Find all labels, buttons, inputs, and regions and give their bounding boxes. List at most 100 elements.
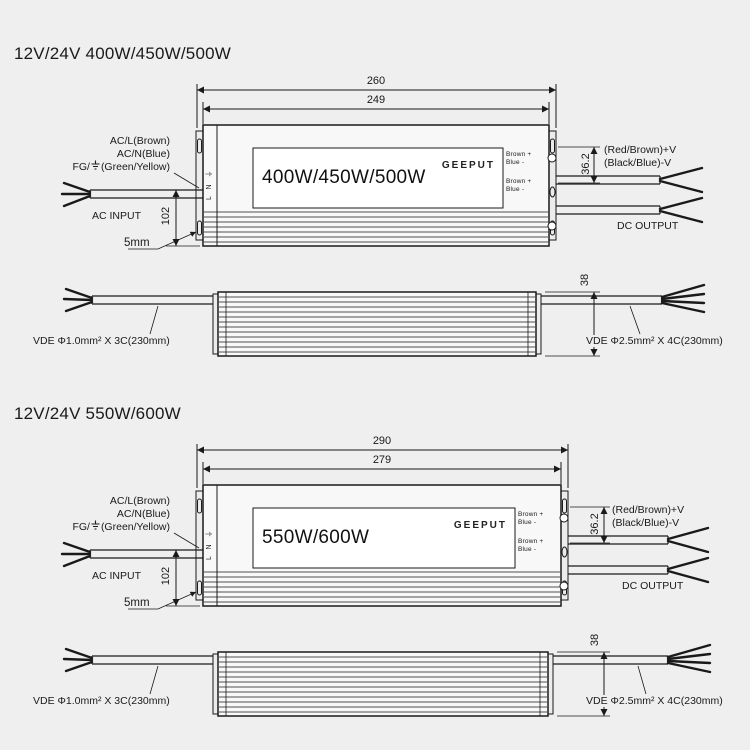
mounting-slot	[550, 138, 555, 154]
section-400-500: 12V/24V 400W/450W/500W 260 249 AC/L(Brow…	[0, 40, 750, 370]
side-view-drawing	[62, 643, 712, 717]
ground-wire	[64, 647, 94, 660]
dim-output-offset: 36.2	[589, 513, 601, 535]
ac-line-label: AC/L(Brown)	[109, 135, 170, 147]
dc-wire-labels: (Red/Brown)+V (Black/Blue)-V	[612, 504, 684, 530]
mounting-hole-label: 5mm	[124, 237, 150, 249]
mounting-slot	[197, 580, 202, 596]
dim-overall-width: 260	[366, 75, 386, 87]
ac-input-cable	[60, 181, 203, 208]
neutral-wire	[62, 657, 94, 662]
dc-wire	[666, 661, 712, 674]
ac-wire-labels: AC/L(Brown) AC/N(Blue) FG/(Green/Yellow)	[36, 495, 170, 534]
mounting-slot	[197, 498, 202, 514]
hole-leader	[128, 231, 197, 250]
drawing-550-600	[60, 444, 712, 717]
dc-positive-wire	[666, 526, 710, 541]
mounting-screw	[559, 513, 569, 523]
dc-negative-label: (Black/Blue)-V	[612, 517, 680, 529]
dc-output-cables	[556, 166, 704, 224]
side-input-cable	[62, 647, 213, 673]
dc-output-label: DC OUTPUT	[617, 220, 679, 232]
terminal-minus-label: Blue -	[518, 546, 537, 553]
terminal-minus-label: Blue -	[506, 159, 525, 166]
dc-negative-wire	[666, 539, 710, 554]
dc-positive-wire	[658, 196, 704, 211]
output-cable-spec: VDE Φ2.5mm² X 4C(230mm)	[584, 695, 725, 707]
dc-wire	[666, 643, 712, 659]
dim-output-offset: 36.2	[580, 153, 592, 175]
cable-spec-leader	[149, 665, 159, 695]
neutral-wire	[62, 297, 94, 302]
side-input-cable	[62, 287, 213, 313]
mounting-screw	[547, 153, 557, 163]
wattage-label: 400W/450W/500W	[262, 167, 426, 188]
section-title: 12V/24V 400W/450W/500W	[14, 44, 232, 63]
brand-logo: GEEPUT	[441, 160, 495, 171]
terminal-plus-label: Brown +	[506, 178, 532, 185]
ground-wire	[64, 287, 94, 300]
ac-neutral-label: AC/N(Blue)	[116, 507, 170, 520]
line-wire	[62, 194, 92, 208]
terminal-minus-label: Blue -	[506, 186, 525, 193]
top-view-drawing	[60, 84, 704, 250]
dim-body-height: 102	[160, 206, 172, 226]
terminal-minus-label: Blue -	[518, 519, 537, 526]
dc-positive-label: (Red/Brown)+V	[612, 504, 685, 516]
psu-body-side-view	[217, 651, 549, 717]
mounting-screw	[547, 221, 557, 231]
side-output-cable	[553, 643, 712, 674]
drawing-400-500	[60, 84, 706, 357]
cable-spec-leader	[637, 665, 647, 695]
dc-positive-label: (Red/Brown)+V	[604, 144, 677, 156]
dc-negative-label: (Black/Blue)-V	[604, 157, 672, 169]
side-view-drawing	[62, 283, 706, 357]
dim-side-height: 38	[589, 633, 601, 647]
line-wire	[62, 554, 92, 568]
dc-wire	[660, 283, 706, 299]
ac-input-label: AC INPUT	[92, 210, 142, 222]
terminal-strip-label: L N ⏚	[206, 527, 213, 561]
dc-wire	[660, 301, 706, 314]
dc-wire	[666, 659, 712, 665]
ac-wire-labels: AC/L(Brown) AC/N(Blue) FG/(Green/Yellow)	[36, 135, 170, 174]
section-title: 12V/24V 550W/600W	[14, 404, 181, 423]
dim-overall-width: 290	[372, 435, 392, 447]
terminal-plus-label: Brown +	[518, 511, 544, 518]
mounting-slot	[197, 138, 202, 154]
line-wire	[64, 300, 94, 313]
ac-input-label: AC INPUT	[92, 570, 142, 582]
line-wire	[64, 660, 94, 673]
ac-neutral-label: AC/N(Blue)	[116, 147, 170, 160]
side-output-cable	[541, 283, 706, 314]
ground-label-suffix: (Green/Yellow)	[100, 521, 170, 533]
psu-body-side-view	[217, 291, 537, 357]
ground-wire	[62, 181, 92, 194]
earth-ground-icon	[91, 520, 100, 530]
label-plate	[252, 507, 516, 569]
cable-spec-leader	[629, 305, 641, 335]
mounting-screw	[559, 581, 569, 591]
mounting-slot	[197, 220, 202, 236]
output-terminal-labels-1: Brown + Blue -	[518, 511, 543, 527]
dc-wire-labels: (Red/Brown)+V (Black/Blue)-V	[604, 144, 676, 170]
dc-negative-wire	[666, 569, 710, 584]
dc-positive-wire	[658, 166, 704, 181]
dim-side-height: 38	[579, 273, 591, 287]
output-terminal-labels-2: Brown + Blue -	[506, 178, 531, 194]
top-view-drawing	[60, 444, 710, 610]
output-terminal-labels-2: Brown + Blue -	[518, 538, 543, 554]
dc-wire	[666, 652, 712, 661]
terminal-strip-label: L N ⏚	[206, 167, 213, 201]
dc-positive-wire	[666, 556, 710, 571]
input-cable-spec: VDE Φ1.0mm² X 3C(230mm)	[33, 335, 170, 347]
ground-label-suffix: (Green/Yellow)	[100, 161, 170, 173]
label-plate	[252, 147, 504, 209]
brand-logo: GEEPUT	[453, 520, 507, 531]
earth-ground-icon	[91, 160, 100, 170]
wattage-label: 550W/600W	[262, 527, 370, 548]
output-terminal-labels-1: Brown + Blue -	[506, 151, 531, 167]
dc-negative-wire	[658, 179, 704, 194]
hole-leader	[128, 591, 197, 610]
dc-output-label: DC OUTPUT	[622, 580, 684, 592]
